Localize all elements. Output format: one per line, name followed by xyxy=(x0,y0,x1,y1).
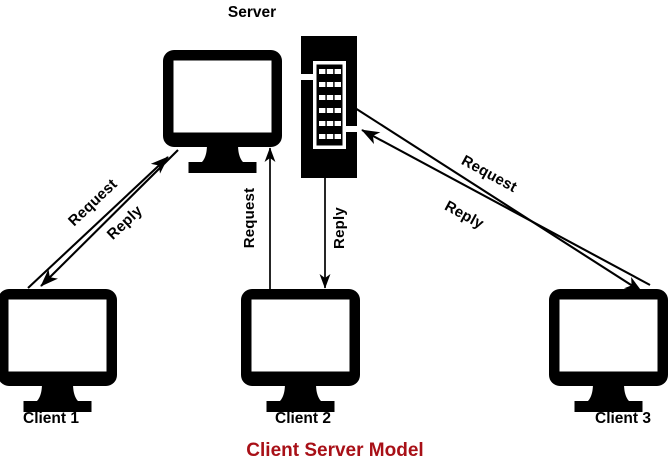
client-1-monitor-icon xyxy=(0,289,117,412)
client-3-label: Client 3 xyxy=(595,410,651,427)
edge-line-reply-client1 xyxy=(40,149,179,287)
client-2-label: Client 2 xyxy=(275,410,331,427)
edge-label-request-client3: Request xyxy=(458,152,519,196)
edge-line-request-client1 xyxy=(27,156,169,289)
server-label: Server xyxy=(228,4,276,21)
diagram-title: Client Server Model xyxy=(246,440,423,461)
client-1-label: Client 1 xyxy=(23,410,79,427)
server-monitor-icon xyxy=(163,50,282,173)
edge-label-reply-client2: Reply xyxy=(331,207,348,249)
client-2-monitor-icon xyxy=(241,289,360,412)
rack-led-grid xyxy=(319,69,341,139)
client-3-monitor-icon xyxy=(549,289,668,412)
edge-line-request-client3 xyxy=(361,129,651,286)
server-rack-icon xyxy=(301,36,357,178)
edge-label-reply-client1: Reply xyxy=(104,202,146,243)
edge-label-request-client2: Request xyxy=(241,188,258,249)
edge-label-reply-client3: Reply xyxy=(442,198,487,233)
edge-line-reply-client3 xyxy=(354,107,643,293)
